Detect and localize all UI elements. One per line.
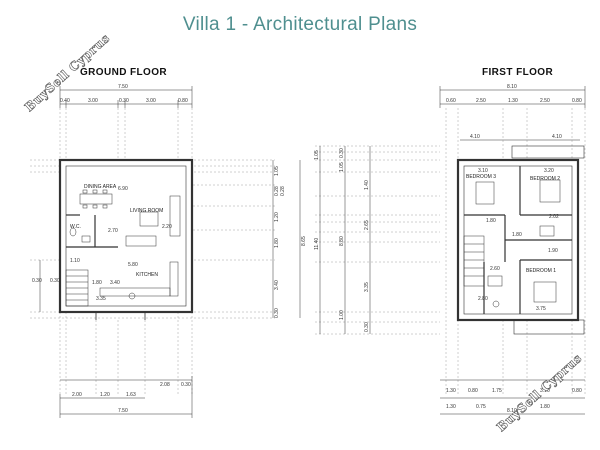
first-inner-dim: 3.75 bbox=[536, 306, 546, 312]
first-floor-label: FIRST FLOOR bbox=[482, 67, 554, 78]
first-top-dim: 0.60 bbox=[446, 98, 456, 104]
first-left-dim: 0.30 bbox=[339, 148, 345, 158]
ground-top-dim: 0.30 bbox=[119, 98, 129, 104]
ground-top-dim: 0.80 bbox=[178, 98, 188, 104]
ground-bottom-dim: 1.63 bbox=[126, 392, 136, 398]
ground-right-dim: 1.20 bbox=[274, 212, 280, 222]
first-left-dim: 2.65 bbox=[364, 220, 370, 230]
ground-right-dim: 1.05 bbox=[274, 166, 280, 176]
ground-inner-dim: 5.80 bbox=[128, 262, 138, 268]
ground-right-dim: 0.30 bbox=[274, 308, 280, 318]
first-bottom-dim: 1.75 bbox=[492, 388, 502, 394]
first-inner-dim: 1.90 bbox=[548, 248, 558, 254]
ground-inner-dim: 1.80 bbox=[92, 280, 102, 286]
ground-bottom-dim: 2.00 bbox=[72, 392, 82, 398]
first-bottom-dim: 0.80 bbox=[572, 388, 582, 394]
first-bottom-dim: 1.80 bbox=[540, 404, 550, 410]
first-floor-plan bbox=[315, 86, 586, 415]
first-top-dim: 4.10 bbox=[470, 134, 480, 140]
first-bottom-dim: 1.30 bbox=[446, 404, 456, 410]
room-bedroom-2: BEDROOM 2 bbox=[530, 176, 560, 182]
ground-right-dim: 0.28 bbox=[274, 186, 280, 196]
ground-floor-dimensions: 7.50 0.40 3.00 0.30 3.00 0.80 2.08 0.30 … bbox=[32, 84, 307, 414]
first-inner-dim: 2.80 bbox=[478, 296, 488, 302]
ground-floor-plan bbox=[30, 86, 301, 418]
ground-floor-label: GROUND FLOOR bbox=[80, 67, 168, 78]
first-left-dim: 1.00 bbox=[339, 310, 345, 320]
first-left-dim: 0.30 bbox=[364, 322, 370, 332]
first-bottom-total: 8.10 bbox=[507, 408, 517, 414]
first-top-dim: 2.50 bbox=[476, 98, 486, 104]
ground-right-total: 8.65 bbox=[301, 236, 307, 246]
first-inner-dim: 1.80 bbox=[512, 232, 522, 238]
first-bottom-dim: 1.30 bbox=[446, 388, 456, 394]
first-top-total: 8.10 bbox=[507, 84, 517, 90]
first-bottom-dim: 3.10 bbox=[540, 388, 550, 394]
ground-bottom-dim: 2.08 bbox=[160, 382, 170, 388]
ground-inner-dim: 6.90 bbox=[118, 186, 128, 192]
first-left-total: 8.80 bbox=[339, 236, 345, 246]
first-left-dim: 1.40 bbox=[364, 180, 370, 190]
room-bedroom-1: BEDROOM 1 bbox=[526, 268, 556, 274]
ground-inner-dim: 0.30 bbox=[50, 278, 60, 284]
ground-inner-dim: 2.70 bbox=[108, 228, 118, 234]
first-left-total: 11.40 bbox=[314, 238, 320, 250]
first-inner-dim: 1.80 bbox=[486, 218, 496, 224]
first-inner-dim: 3.10 bbox=[478, 168, 488, 174]
ground-inner-dim: 2.20 bbox=[162, 224, 172, 230]
room-dining-area: DINING AREA bbox=[84, 184, 117, 190]
first-top-dim: 1.30 bbox=[508, 98, 518, 104]
first-inner-dim: 2.60 bbox=[490, 266, 500, 272]
first-top-dim: 2.50 bbox=[540, 98, 550, 104]
ground-inner-dim: 3.40 bbox=[110, 280, 120, 286]
first-top-dim: 0.80 bbox=[572, 98, 582, 104]
first-bottom-dim: 0.80 bbox=[468, 388, 478, 394]
ground-bottom-dim: 1.20 bbox=[100, 392, 110, 398]
room-bedroom-3: BEDROOM 3 bbox=[466, 174, 496, 180]
ground-inner-dim: 3.35 bbox=[96, 296, 106, 302]
ground-top-dim: 3.00 bbox=[146, 98, 156, 104]
ground-bottom-dim: 0.30 bbox=[181, 382, 191, 388]
ground-top-dim: 3.00 bbox=[88, 98, 98, 104]
ground-inner-dim: 1.10 bbox=[70, 258, 80, 264]
ground-right-dim: 3.40 bbox=[274, 280, 280, 290]
page-title: Villa 1 - Architectural Plans bbox=[182, 14, 418, 35]
ground-top-dim: 0.40 bbox=[60, 98, 70, 104]
first-left-dim: 1.05 bbox=[339, 162, 345, 172]
first-floor-dimensions: 8.10 0.60 2.50 1.30 2.50 0.80 4.10 4.10 … bbox=[314, 84, 582, 414]
ground-bottom-total: 7.50 bbox=[118, 408, 128, 414]
first-inner-dim: 2.02 bbox=[549, 214, 559, 220]
first-top-dim: 4.10 bbox=[552, 134, 562, 140]
ground-left-dim: 0.30 bbox=[32, 278, 42, 284]
ground-top-total: 7.50 bbox=[118, 84, 128, 90]
first-bottom-dim: 0.75 bbox=[476, 404, 486, 410]
room-wc: W.C. bbox=[70, 224, 81, 230]
ground-right-dim: 0.28 bbox=[280, 186, 286, 196]
room-kitchen: KITCHEN bbox=[136, 272, 158, 278]
ground-right-dim: 1.80 bbox=[274, 238, 280, 248]
first-left-dim: 3.35 bbox=[364, 282, 370, 292]
first-inner-dim: 3.20 bbox=[544, 168, 554, 174]
first-left-dim: 1.05 bbox=[314, 150, 320, 160]
room-living-room: LIVING ROOM bbox=[130, 208, 163, 214]
